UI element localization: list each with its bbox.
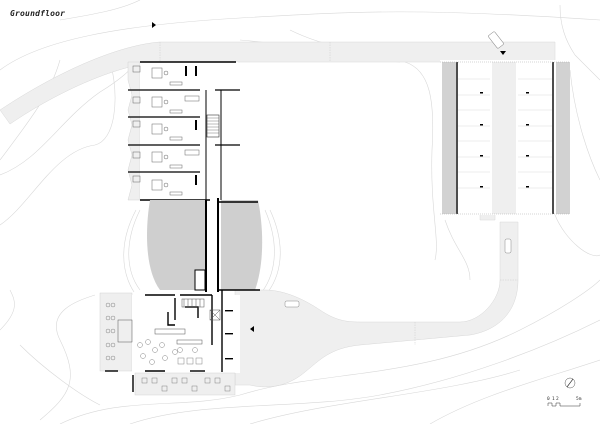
arrow-left-icon xyxy=(250,326,254,332)
svg-text:5m: 5m xyxy=(576,396,582,402)
vehicles xyxy=(284,31,512,308)
entry-arrows xyxy=(152,22,506,332)
svg-text:2: 2 xyxy=(556,396,559,402)
guest-room-wing xyxy=(127,61,240,201)
svg-text:0: 0 xyxy=(547,396,550,402)
svg-text:1: 1 xyxy=(552,396,555,402)
parking-lot xyxy=(440,60,570,215)
courtyard-pools xyxy=(147,198,263,292)
drop-off-road xyxy=(234,221,519,388)
drawing-title: Groundfloor xyxy=(10,9,66,18)
arrow-down-icon xyxy=(500,51,506,55)
arrow-right-icon xyxy=(152,22,156,28)
lobby-restaurant xyxy=(99,290,240,396)
north-arrow-icon xyxy=(564,377,576,389)
scale-bar: 0 1 2 5m xyxy=(547,396,582,407)
car-icon xyxy=(284,300,300,308)
car-icon xyxy=(488,31,504,49)
car-icon xyxy=(504,238,512,254)
